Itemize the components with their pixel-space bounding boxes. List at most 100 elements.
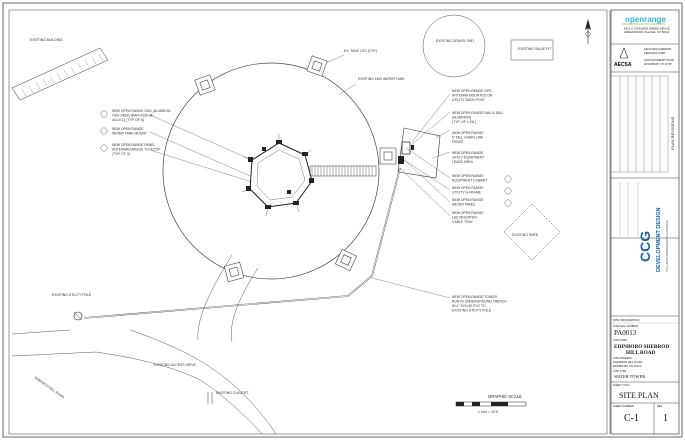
site-number: PA0013 (614, 329, 637, 337)
svg-text:NEW OPEN RANGE: NEW OPEN RANGE (452, 211, 484, 215)
culvert-label: EXISTING CULVERT (216, 391, 248, 395)
svg-text:NEW OPEN RANGE PANEL: NEW OPEN RANGE PANEL (112, 143, 155, 147)
right-leaders (371, 93, 451, 299)
callout: NEW OPEN RANGE WATER TANK MOUNT (100, 127, 147, 136)
callout-line: 6' TALL CHAIN-LINK (452, 136, 484, 140)
callout-line: (TYP. OF 3) (112, 152, 130, 156)
tank-leg-label: EX. TANK LEG (TYP.) (344, 49, 377, 53)
callout-line: IN 4" SCH 80 PVC TO (452, 304, 486, 308)
callout-line: FENCE (452, 140, 464, 144)
underground-trench (83, 167, 401, 319)
svg-text:FENCE: FENCE (452, 140, 464, 144)
existing-valve-pit (510, 39, 554, 61)
callout: NEW OPEN RANGE 10'X10' EQUIPMENT LEASE A… (452, 151, 484, 164)
callout-line: NEW OPEN RANGE OSU (ALVARION (112, 109, 171, 113)
svg-text:6' TALL CHAIN-LINK: 6' TALL CHAIN-LINK (452, 136, 484, 140)
callout-trench: NEW OPEN RANGE TOWER RUN IN UNDERGROUND … (452, 295, 507, 313)
callout: NEW OPEN RANGE NAU & DAU (ALVARION) (TYP… (452, 111, 503, 124)
cdg-sub: COLLIERS ENGINEERING & DESIGN (665, 220, 669, 272)
tank-leg (334, 248, 358, 272)
svg-text:METER PANEL: METER PANEL (452, 203, 476, 207)
tank-leg (223, 261, 245, 283)
callout: NEW OPEN RANGE UTILITY H-FRAME (452, 186, 512, 195)
shed-label: EXISTING SHED (512, 233, 539, 237)
svg-text:LEASE AREA: LEASE AREA (452, 160, 474, 164)
client-logo: openrange 6312 S. FIDDLERS GREEN CIRCLE … (622, 15, 670, 34)
tank-leg (194, 74, 216, 96)
callout: NEW OPEN RANGE 6' TALL CHAIN-LINK FENCE (452, 131, 484, 144)
callout-line: NEW OPEN RANGE (452, 186, 484, 190)
graphic-scale-label: GRAPHIC SCALE (488, 394, 522, 399)
road-label: SHERROD HILL ROAD (33, 376, 65, 400)
svg-text:NEW OPEN RANGE: NEW OPEN RANGE (452, 198, 484, 202)
tank-catwalk (309, 165, 377, 177)
rev-number: 1 (663, 413, 668, 424)
callout-line: METER PANEL (452, 203, 476, 207)
tank-leg (306, 55, 328, 77)
svg-text:RUN IN UNDERGROUND TRENCH: RUN IN UNDERGROUND TRENCH (452, 300, 507, 304)
consultant-note: 1000 WOODBURY ROAD (644, 58, 674, 62)
client-address-1: 6312 S. FIDDLERS GREEN CIRCLE (624, 27, 670, 31)
site-name-2: HILL ROAD (626, 350, 656, 356)
site-type-label: SITE TYPE: (613, 369, 627, 373)
consultant-block: AECSA AECSA/ENGINEERING SERVICES CORP. 1… (614, 47, 674, 68)
water-tank-mount (241, 134, 314, 217)
tank-leg (379, 147, 397, 165)
title-block (610, 9, 680, 435)
sheet-title: SITE PLAN (619, 391, 659, 400)
consultant-logo-text: AECSA (614, 62, 632, 68)
svg-text:CABLE TRAY: CABLE TRAY (452, 220, 474, 224)
north-arrow-icon (585, 19, 591, 44)
svg-text:NEW OPEN RANGE OSU (ALVARION: NEW OPEN RANGE OSU (ALVARION (112, 109, 171, 113)
callout-line: NEW OPEN RANGE GPS (452, 89, 492, 93)
callout-line: RUN IN UNDERGROUND TRENCH (452, 300, 507, 304)
callout-line: ANTENNAS ARGUS TLPX272F (112, 148, 160, 152)
callout-line: NEW OPEN RANGE TOWER (452, 295, 497, 299)
svg-text:NEW OPEN RANGE TOWER: NEW OPEN RANGE TOWER (452, 295, 497, 299)
engineer-info (619, 182, 639, 236)
site-address-1: SHERROD HILL ROAD (613, 360, 642, 364)
callout: NEW OPEN RANGE LED MOUNTED CABLE TRAY (452, 211, 484, 224)
right-callouts: NEW OPEN RANGE GPS ANTENNA MOUNTED ON UT… (452, 89, 512, 313)
revisions-table (611, 75, 669, 173)
svg-text:NEW OPEN RANGE NAU & DAU: NEW OPEN RANGE NAU & DAU (452, 111, 503, 115)
svg-text:IN 4" SCH 80 PVC TO: IN 4" SCH 80 PVC TO (452, 304, 486, 308)
client-address-2: GREENWOOD VILLAGE, CO 80111 (624, 30, 670, 34)
drawing-border (8, 9, 608, 435)
svg-text:(TYP. OF 1 EA.): (TYP. OF 1 EA.) (452, 120, 476, 124)
site-address-2: EDINBORO, PA 16412 (613, 364, 642, 368)
svg-text:4x2-9-C) (TYP. OF 6): 4x2-9-C) (TYP. OF 6) (112, 118, 144, 122)
sheet-title-label: SHEET TITLE (613, 383, 630, 387)
callout-line: NEW OPEN RANGE (452, 174, 484, 178)
svg-text:EQUIPMENT CABINET: EQUIPMENT CABINET (452, 179, 488, 183)
graphic-scale: GRAPHIC SCALE 1 inch = 30 ft. (455, 394, 527, 414)
callout: NEW OPEN RANGE GPS ANTENNA MOUNTED ON UT… (452, 89, 493, 102)
svg-text:UTILITY BACK POST: UTILITY BACK POST (452, 98, 485, 102)
consultant-note: WOODBURY, NY 11797 (644, 62, 672, 66)
svg-text:LED MOUNTED: LED MOUNTED (452, 216, 477, 220)
svg-text:NEW OPEN RANGE: NEW OPEN RANGE (452, 174, 484, 178)
callout-line: 10'X10' EQUIPMENT (452, 156, 484, 160)
site-name-1: EDINBORO SHERROD (614, 344, 669, 350)
cdg-logo: CCG DEVELOPMENT DESIGN COLLIERS ENGINEER… (637, 207, 669, 272)
site-type: WATER TOWER (614, 374, 645, 379)
sheet-title-block: SHEET TITLE SITE PLAN (613, 383, 659, 400)
site-info-label: SITE INFORMATION (613, 318, 639, 322)
callout-line: NEW OPEN RANGE (452, 151, 484, 155)
revisions-title: PLAN REVISIONS (670, 116, 675, 150)
existing-water-tank (162, 62, 380, 280)
site-address-label: SITE ADDRESS: (613, 356, 633, 360)
existing-gravel-pad (422, 14, 486, 78)
svg-text:NEW OPEN RANGE GPS: NEW OPEN RANGE GPS (452, 89, 492, 93)
utility-pole-label: EXISTING UTILITY POLE (52, 293, 92, 297)
water-tank-label: EXISTING 1MG WATER TANK (358, 77, 405, 81)
existing-access-drive (11, 254, 277, 435)
callout-line: (TYP. OF 1 EA.) (452, 120, 476, 124)
svg-text:WATER TANK MOUNT: WATER TANK MOUNT (112, 132, 147, 136)
svg-text:NEW OPEN RANGE: NEW OPEN RANGE (452, 151, 484, 155)
tank-legs (194, 55, 397, 283)
callout: NEW OPEN RANGE PANEL ANTENNAS ARGUS TLPX… (100, 143, 160, 156)
existing-building: EXISTING BUILDING (11, 38, 109, 101)
